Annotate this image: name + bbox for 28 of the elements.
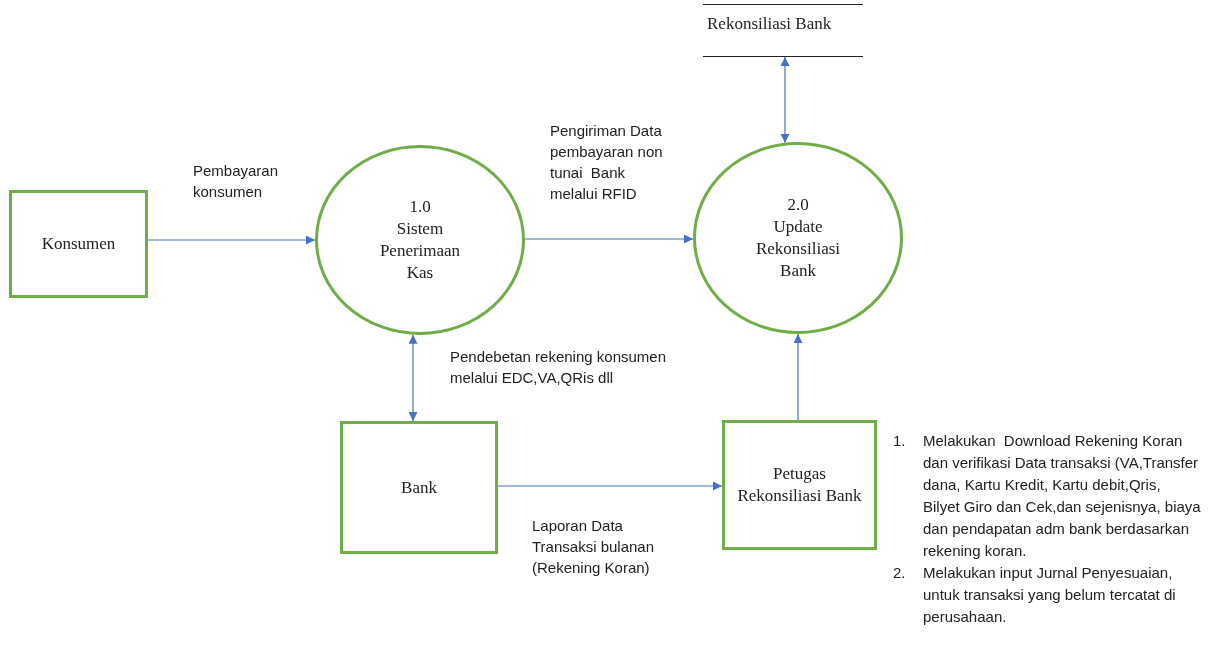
arrow [147,235,316,245]
edge-label: Pembayaran konsumen [193,161,280,202]
entity-box [340,421,498,554]
note-text: Melakukan Download Rekening Koran dan verifikasi Data transaksi (VA,Transfer dana, Kartu Kredit, Kartu debit,Qris, Bilyet Giro dan Cek,dan sejenisnya, biaya dan pendapatan adm bank berdasarkan rekening koran. [923,431,1202,561]
arrow [497,481,723,491]
edge-label: Laporan Data Transaksi bulanan (Rekening Koran) [532,516,655,578]
arrow [408,334,418,422]
list-number: 1. [893,431,907,451]
data-store [703,4,863,57]
list-number: 2. [893,563,907,583]
node-label: Sistem Penerimaan Kas [378,218,462,284]
node-label: Update Rekonsiliasi Bank [754,216,842,282]
process-circle [315,145,525,335]
process-circle [693,142,903,334]
arrow [524,234,694,244]
process-number: 1.0 [409,196,431,218]
node-label: Konsumen [41,233,116,255]
arrow [780,56,790,144]
node-label: Petugas Rekonsiliasi Bank [736,463,863,507]
entity-box [722,420,877,550]
node-label: Bank [401,476,437,499]
process-number: 2.0 [787,194,809,216]
arrow [793,333,803,421]
edge-label: Pengiriman Data pembayaran non tunai Bank melalui RFID [550,121,664,204]
note-text: Melakukan input Jurnal Penyesuaian, untuk transaksi yang belum tercatat di perusahaan. [923,563,1177,627]
node-label: Rekonsiliasi Bank [707,13,832,35]
entity-box [9,190,148,298]
edge-label: Pendebetan rekening konsumen melalui EDC,VA,QRis dll [450,347,667,388]
